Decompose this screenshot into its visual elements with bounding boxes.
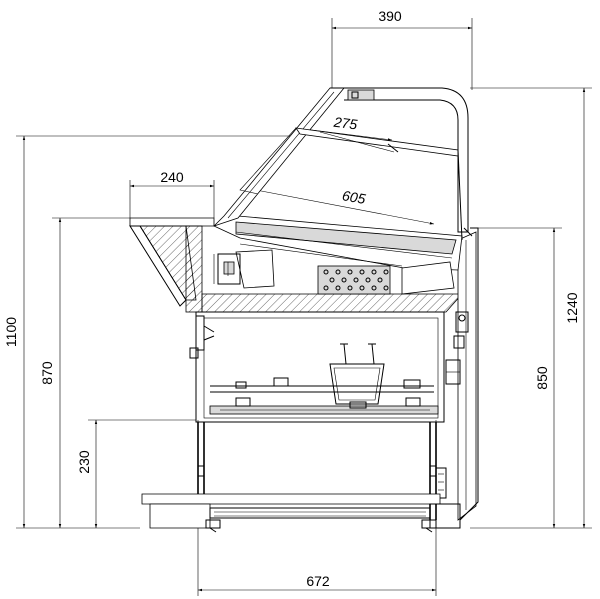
lower-cabinet	[189, 311, 469, 423]
dimension-counter-height-right: 850	[470, 227, 562, 528]
feet	[205, 519, 437, 533]
gastronorm-pan	[329, 343, 385, 409]
drain-fitting	[455, 311, 469, 333]
dim-label-total-height-left: 1100	[3, 317, 19, 347]
counter-outline	[129, 217, 479, 521]
evaporator-fins	[323, 269, 389, 291]
left-wall-insulation	[185, 225, 203, 313]
dimension-counter-height-left: 870	[39, 217, 130, 528]
canopy-lamp	[347, 89, 375, 101]
dimension-worktop-depth: 240	[129, 169, 215, 218]
dim-label-display-depth: 605	[341, 187, 367, 207]
foot-right	[421, 519, 437, 529]
evaporator	[317, 261, 455, 295]
dimension-total-height-left: 1100	[3, 135, 300, 529]
dimension-total-height-right: 1240	[470, 87, 592, 529]
rear-worktop	[129, 217, 215, 227]
dim-label-shelf-depth: 275	[332, 114, 358, 133]
dim-label-base-width: 672	[306, 573, 330, 589]
dim-label-top-width: 390	[378, 8, 402, 24]
dim-label-base-height: 230	[76, 450, 92, 474]
dimension-base-height: 230	[76, 419, 196, 528]
base-frame	[197, 422, 447, 520]
cabinet-frame	[195, 311, 445, 423]
bottom-insulation	[201, 293, 463, 313]
dimension-top-width: 390	[331, 8, 473, 90]
control-unit	[213, 249, 275, 289]
dim-label-counter-height-right: 850	[534, 366, 550, 390]
thermostat-housing	[235, 249, 275, 289]
dim-label-counter-height-left: 870	[39, 361, 55, 385]
dim-label-worktop-depth: 240	[160, 169, 184, 185]
display-area	[213, 87, 473, 271]
dim-label-total-height-right: 1240	[564, 292, 580, 323]
foot-left	[205, 519, 221, 529]
drip-tray	[141, 493, 461, 529]
dimension-display-depth: 605	[255, 187, 435, 225]
top-canopy	[330, 87, 469, 233]
